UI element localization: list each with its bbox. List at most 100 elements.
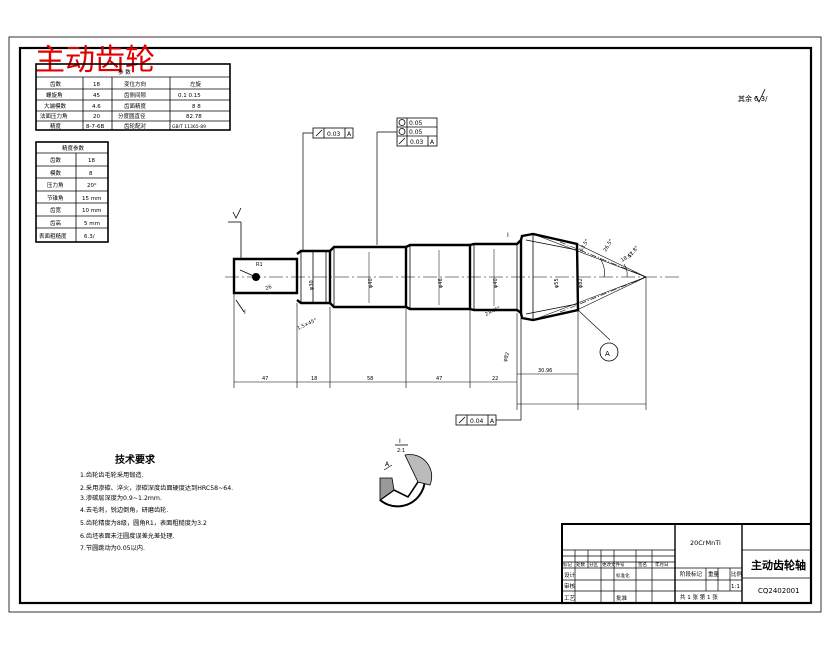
length-dim: 18 — [311, 376, 317, 382]
accuracy-table-header: 精度参数 — [62, 144, 85, 152]
gear-cell: 齿面精度 — [124, 102, 147, 110]
surface-finish-note: 其余 6.3/ — [738, 88, 768, 103]
gear-cell: 4.6 — [92, 104, 101, 110]
gear-parameter-table — [35, 63, 231, 131]
gear-table-header: 参 数 — [118, 68, 131, 76]
keyway-leader — [239, 269, 257, 278]
length-dim: 58 — [367, 376, 373, 382]
title-block-text: 20CrMnTi 主动齿轮轴 CQ2402001 阶段标记 重量 比例 1:1 … — [563, 539, 806, 602]
accuracy-cell: 5 mm — [84, 221, 100, 227]
tb-drawing-no: CQ2402001 — [758, 587, 800, 595]
tb-part-name: 主动齿轮轴 — [751, 558, 806, 572]
tb-mark: 标记 — [563, 561, 572, 568]
gdt-bottom-ref: A — [490, 418, 495, 425]
accuracy-cell: 齿宽 — [50, 206, 62, 214]
left-section-mark: I — [244, 309, 246, 316]
detail-scale: 2:1 — [397, 448, 405, 454]
gear-cell: 精度 — [50, 122, 62, 130]
gear-cell: 螺旋角 — [46, 91, 63, 99]
accuracy-parameter-table — [35, 141, 109, 243]
accuracy-cell: 6.3/ — [84, 234, 95, 240]
gear-cell: 法面压力角 — [40, 112, 68, 120]
radius-dim: R1 — [256, 262, 263, 268]
angle-dim: φ82 — [502, 352, 511, 363]
diameter-label: φ30 — [309, 280, 315, 290]
diameter-label: φ55 — [554, 278, 560, 288]
accuracy-cell: 15 mm — [82, 196, 101, 202]
length-dim: 22 — [492, 376, 498, 382]
tech-heading: 技术要求 — [115, 453, 156, 466]
keyway-dim: 26 — [265, 284, 273, 292]
tb-sign: 签名 — [638, 561, 647, 568]
drawing-frame — [18, 46, 813, 605]
tech-item: 4.去毛刺，锐边倒角，研磨齿轮. — [80, 506, 168, 514]
gdt-runout-top: 0.03 — [410, 139, 424, 146]
gear-cell: 大端模数 — [44, 102, 67, 110]
tb-process: 工艺 — [564, 595, 576, 602]
gdt-left: 0.03 A — [302, 127, 354, 251]
cone-lines — [532, 233, 647, 341]
diameter-label: φ46 — [438, 278, 444, 288]
tech-item: 2.采用渗碳、淬火，渗碳深度齿面硬度达到HRC58~64. — [80, 484, 233, 492]
length-dim: 47 — [262, 376, 268, 382]
gear-cell: 左旋 — [190, 80, 202, 88]
tb-date: 年月日 — [655, 561, 669, 568]
gdt-cyl: 0.05 — [409, 129, 423, 136]
gdt-left-ref: A — [347, 131, 352, 138]
gdt-top-ref: A — [430, 139, 435, 146]
tech-item: 5.齿轮精度为8级，圆角R1，表面粗糙度为3.2 — [80, 519, 207, 527]
tb-scale: 1:1 — [731, 584, 740, 590]
length-dim: 47 — [436, 376, 442, 382]
tb-check: 审核 — [564, 582, 576, 590]
accuracy-cell: 8 — [89, 171, 93, 177]
gdt-runout-bottom: 0.04 — [470, 418, 484, 425]
gdt-flatness: 0.05 — [409, 120, 423, 127]
shaft-outline — [232, 232, 580, 322]
accuracy-table-text: 精度参数 齿数 18 模数 8 压力角 20° 节锥角 15 mm 齿宽 10 … — [39, 144, 101, 240]
accuracy-cell: 模数 — [50, 169, 62, 177]
accuracy-cell: 齿数 — [50, 156, 62, 164]
accuracy-cell: 10 mm — [82, 208, 101, 214]
gear-cell: 分度圆直径 — [118, 112, 146, 120]
surface-note-symbol: 6.3/ — [754, 95, 768, 103]
accuracy-cell: 表面粗糙度 — [39, 232, 67, 240]
detail-a: A — [385, 461, 390, 468]
right-section-mark: I — [507, 232, 509, 239]
tb-stage: 阶段标记 — [680, 570, 703, 578]
tb-design: 设计 — [564, 571, 576, 579]
gdt-left-value: 0.03 — [327, 131, 341, 138]
gear-cell: 8-7-6B — [86, 124, 104, 130]
dimension-chain — [233, 277, 647, 410]
detail-label: I — [399, 438, 401, 445]
gear-cell: GB/T 11365-89 — [172, 124, 206, 130]
dimension-values: 47 18 58 47 22 30.96 1.5×45° 2×45° R1 26… — [256, 262, 584, 382]
phi82: φ82 — [578, 278, 584, 288]
tech-item: 7.节圆跳动为0.05以内. — [80, 544, 145, 552]
accuracy-cell: 压力角 — [47, 181, 64, 189]
diameter-label: φ40 — [493, 278, 499, 288]
shaft-inner-lines — [300, 234, 578, 320]
gdt-bottom — [455, 318, 522, 426]
gear-cell: 45 — [93, 93, 100, 99]
cone-angle: 26.5° — [603, 238, 615, 253]
title-block — [561, 523, 812, 604]
tb-weight: 重量 — [708, 570, 720, 578]
tb-material: 20CrMnTi — [690, 539, 721, 547]
datum-circle — [599, 342, 619, 362]
chamfer-dim: 2×45° — [484, 305, 502, 318]
gear-cell: 20 — [93, 114, 100, 120]
detail-section: I 2:1 A — [379, 438, 433, 508]
red-title: 主动齿轮 — [35, 43, 155, 78]
gear-cell: 齿轮配对 — [124, 122, 147, 130]
gear-cell: 8 8 — [192, 104, 201, 110]
tech-item: 1.齿轮齿毛轮采用锻造. — [80, 471, 144, 479]
datum-circle-label: A — [605, 350, 610, 358]
length-dim: 30.96 — [538, 368, 552, 374]
tb-sheet: 共 1 张 第 1 张 — [680, 593, 718, 601]
accuracy-cell: 18 — [88, 158, 95, 164]
gear-cell: 齿数 — [50, 80, 62, 88]
gear-cell: 18 — [93, 82, 100, 88]
tb-change: 更改文件号 — [602, 561, 625, 568]
accuracy-cell: 20° — [87, 183, 97, 189]
